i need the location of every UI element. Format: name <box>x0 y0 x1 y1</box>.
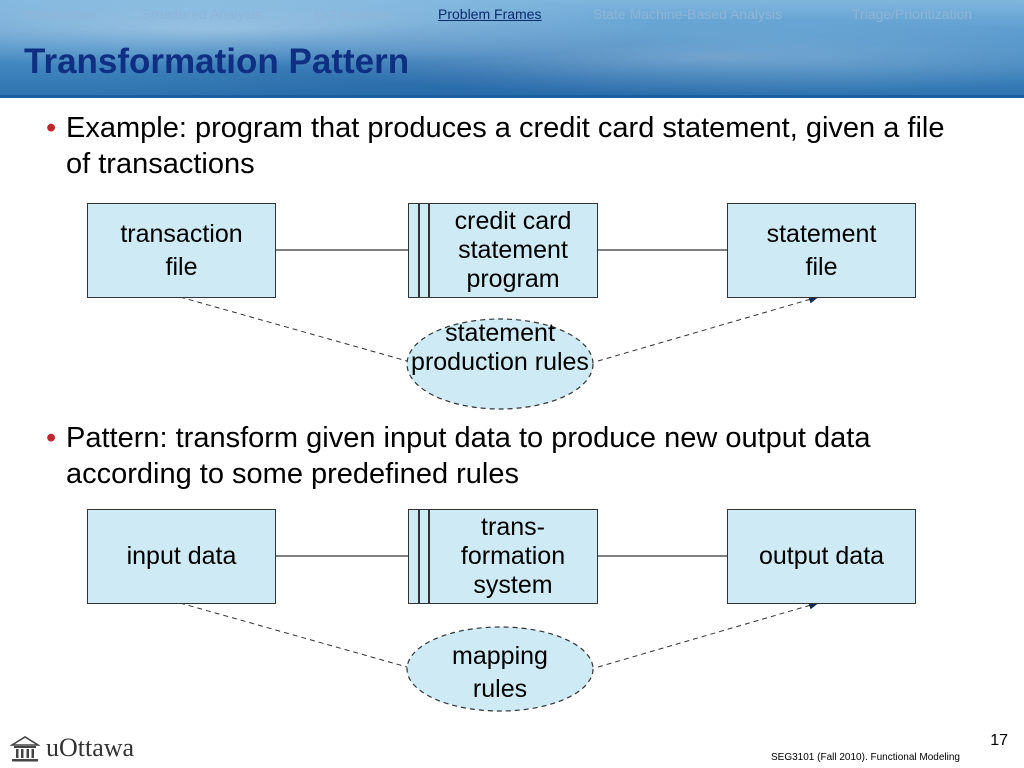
footer-caption: SEG3101 (Fall 2010). Functional Modeling <box>771 752 960 763</box>
requirement-ellipse <box>406 626 594 712</box>
slide-title: Transformation Pattern <box>24 42 410 81</box>
top-navigation: Introduction Structured Analysis OO Anal… <box>0 6 1024 28</box>
university-logo: uOttawa <box>10 733 134 763</box>
reference-line-input <box>179 296 408 362</box>
requirement-label: mapping rules <box>452 642 548 703</box>
requirement-label: statement production rules <box>411 319 589 376</box>
bullet-marker: • <box>46 112 57 144</box>
machine-box: credit card statement program <box>408 203 598 298</box>
machine-stripe <box>428 510 430 603</box>
machine-stripe <box>418 510 420 603</box>
machine-stripe <box>418 204 420 297</box>
machine-box-label: trans-formation system <box>460 513 566 599</box>
nav-item-structured-analysis[interactable]: Structured Analysis <box>142 6 262 22</box>
domain-box-label: statement file <box>766 219 877 281</box>
domain-box-output: output data <box>727 509 916 604</box>
university-building-icon <box>10 736 40 762</box>
logo-text: uOttawa <box>46 733 135 762</box>
requirement-ellipse <box>406 318 594 410</box>
nav-item-state-machine-analysis[interactable]: State Machine-Based Analysis <box>593 6 783 22</box>
domain-box-input: transaction file <box>87 203 276 298</box>
domain-box-label: transaction file <box>120 219 243 281</box>
domain-box-output: statement file <box>727 203 916 298</box>
page-number: 17 <box>990 732 1008 749</box>
bullet-marker: • <box>46 422 57 454</box>
header-divider <box>0 95 1024 98</box>
header-banner <box>0 0 1024 96</box>
nav-item-triage-prioritization[interactable]: Triage/Prioritization <box>852 6 973 22</box>
domain-box-label: output data <box>758 542 885 570</box>
domain-box-label: input data <box>126 542 237 570</box>
nav-item-oo-analysis[interactable]: OO Analysis <box>315 6 393 22</box>
machine-box-label: credit card statement program <box>454 207 572 293</box>
nav-item-problem-frames[interactable]: Problem Frames <box>438 6 542 22</box>
constraint-arrow-output <box>597 601 819 668</box>
nav-item-introduction[interactable]: Introduction <box>24 6 98 22</box>
reference-line-input <box>179 602 408 668</box>
bullet-text: Example: program that produces a credit … <box>66 112 945 180</box>
machine-box: trans-formation system <box>408 509 598 604</box>
machine-stripe <box>428 204 430 297</box>
domain-box-input: input data <box>87 509 276 604</box>
constraint-arrow-output <box>597 295 819 362</box>
bullet-text: Pattern: transform given input data to p… <box>66 422 871 490</box>
